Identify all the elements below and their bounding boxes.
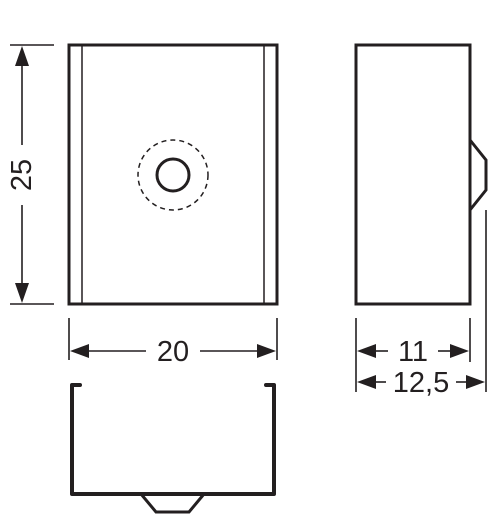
side-view-outline (354, 43, 472, 306)
screw-head-hidden-circle (137, 139, 209, 211)
side-view-clip-tab (468, 139, 488, 211)
side-view (354, 43, 488, 306)
depth-dimensions: 11 12,5 (355, 210, 487, 399)
profile-view-outline (70, 383, 276, 496)
depth-arrow-left (357, 344, 376, 358)
front-view-outline (67, 43, 279, 306)
height-dimension: 25 (6, 44, 54, 305)
total-depth-arrow-right (466, 375, 485, 389)
profile-view-clip-tab (139, 493, 206, 514)
width-dimension-label: 20 (157, 336, 189, 368)
height-dimension-label: 25 (6, 159, 38, 191)
mounting-hole (155, 157, 191, 193)
total-depth-arrow-left (357, 375, 376, 389)
width-arrow-right (257, 344, 276, 358)
height-arrow-down (15, 283, 29, 303)
depth-arrow-right (450, 344, 469, 358)
height-arrow-up (15, 46, 29, 66)
profile-view (70, 383, 276, 514)
total-depth-dimension-label: 12,5 (393, 367, 449, 399)
width-dimension: 20 (68, 318, 278, 368)
width-arrow-left (70, 344, 89, 358)
front-view (67, 43, 279, 306)
depth-dimension-label: 11 (398, 336, 428, 368)
